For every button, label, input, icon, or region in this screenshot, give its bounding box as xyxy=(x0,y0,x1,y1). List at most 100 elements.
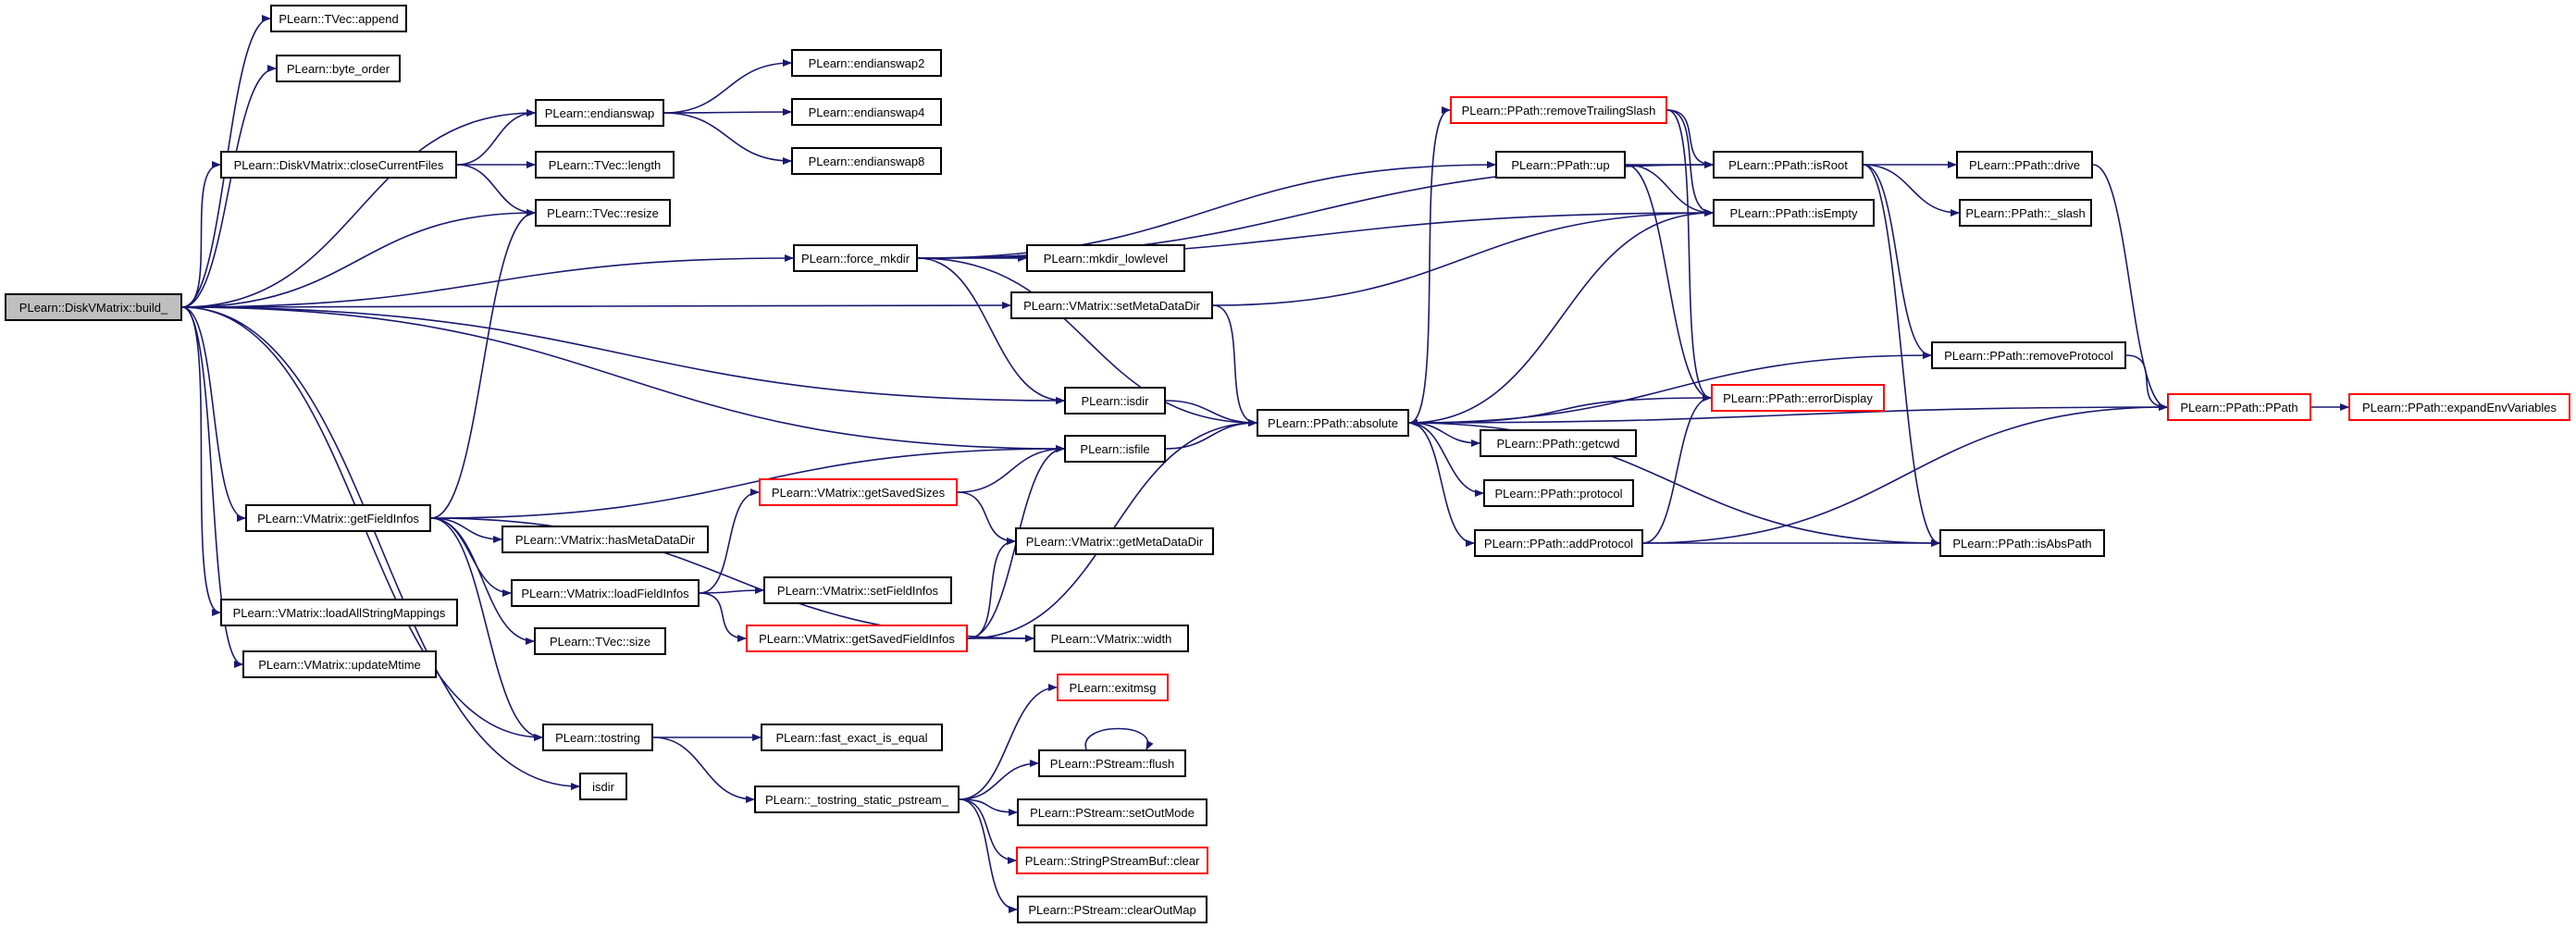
node-up[interactable]: PLearn::PPath::up xyxy=(1495,151,1626,179)
node-loadfieldinfos[interactable]: PLearn::VMatrix::loadFieldInfos xyxy=(511,579,700,607)
node-endianswap2[interactable]: PLearn::endianswap2 xyxy=(791,49,942,77)
node-isempty[interactable]: PLearn::PPath::isEmpty xyxy=(1713,199,1875,227)
edge-build-to-isfile xyxy=(181,306,1065,452)
edge-up-to-errordisplay xyxy=(1625,164,1712,402)
node-endianswap4[interactable]: PLearn::endianswap4 xyxy=(791,98,942,126)
edge-isdir-to-absolute xyxy=(1165,400,1257,427)
edge-tostringstatic-to-clearoutmap xyxy=(959,798,1018,913)
node-getsavedsizes[interactable]: PLearn::VMatrix::getSavedSizes xyxy=(759,478,958,506)
node-forcemkdir[interactable]: PLearn::force_mkdir xyxy=(793,244,918,272)
edge-removeprotocol-to-ppath xyxy=(2125,354,2168,411)
node-ppath[interactable]: PLearn::PPath::PPath xyxy=(2167,393,2311,421)
edge-getsavedsizes-to-isfile xyxy=(957,445,1065,493)
node-tveclength[interactable]: PLearn::TVec::length xyxy=(535,151,675,179)
node-updatemtime[interactable]: PLearn::VMatrix::updateMtime xyxy=(242,650,437,678)
node-clearoutmap[interactable]: PLearn::PStream::clearOutMap xyxy=(1017,896,1208,923)
edge-isroot-to-removeprotocol xyxy=(1863,164,1932,359)
node-removetrailing[interactable]: PLearn::PPath::removeTrailingSlash xyxy=(1450,96,1667,124)
node-isdir-plain[interactable]: isdir xyxy=(579,773,627,800)
node-addprotocol[interactable]: PLearn::PPath::addProtocol xyxy=(1474,529,1643,557)
node-removeprotocol[interactable]: PLearn::PPath::removeProtocol xyxy=(1931,341,2126,369)
node-protocol[interactable]: PLearn::PPath::protocol xyxy=(1483,479,1634,507)
node-mkdirlow[interactable]: PLearn::mkdir_lowlevel xyxy=(1026,244,1185,272)
node-getcwd[interactable]: PLearn::PPath::getcwd xyxy=(1480,429,1637,457)
edge-addprotocol-to-errordisplay xyxy=(1642,394,1712,544)
node-tvecresize[interactable]: PLearn::TVec::resize xyxy=(535,199,671,227)
edge-getfieldinfos-to-isfile xyxy=(430,445,1065,519)
edge-isroot-to-slash xyxy=(1863,164,1960,217)
edge-build-to-isdir-plain xyxy=(181,306,580,790)
node-exitmsg[interactable]: PLearn::exitmsg xyxy=(1057,674,1169,701)
node-absolute[interactable]: PLearn::PPath::absolute xyxy=(1257,409,1409,437)
edge-build-to-byte-order xyxy=(181,65,277,308)
node-append[interactable]: PLearn::TVec::append xyxy=(270,5,407,32)
edge-endianswap-to-endianswap2 xyxy=(663,59,792,114)
edge-setmetadatadir-to-absolute xyxy=(1212,304,1257,427)
node-hasmeta[interactable]: PLearn::VMatrix::hasMetaDataDir xyxy=(502,526,709,553)
edge-up-to-isempty xyxy=(1625,164,1714,217)
edge-tostringstatic-to-sbclear xyxy=(959,798,1017,864)
node-isroot[interactable]: PLearn::PPath::isRoot xyxy=(1713,151,1864,179)
edge-absolute-to-removetrailing xyxy=(1408,106,1451,424)
node-byte-order[interactable]: PLearn::byte_order xyxy=(276,55,401,82)
edge-getfieldinfos-to-tvecresize xyxy=(430,209,536,519)
edge-removetrailing-to-isempty xyxy=(1666,109,1714,217)
edge-getfieldinfos-to-tostring xyxy=(430,517,543,741)
node-sbclear[interactable]: PLearn::StringPStreamBuf::clear xyxy=(1016,847,1208,874)
node-flush[interactable]: PLearn::PStream::flush xyxy=(1038,749,1186,777)
edge-build-to-endianswap xyxy=(181,109,536,308)
edge-absolute-to-protocol xyxy=(1408,422,1484,497)
node-slash[interactable]: PLearn::PPath::_slash xyxy=(1959,199,2092,227)
edge-closefiles-to-endianswap xyxy=(456,109,536,166)
node-setoutmode[interactable]: PLearn::PStream::setOutMode xyxy=(1017,798,1208,826)
node-endianswap8[interactable]: PLearn::endianswap8 xyxy=(791,147,942,175)
node-fastexact[interactable]: PLearn::fast_exact_is_equal xyxy=(761,724,943,751)
edge-addprotocol-to-ppath xyxy=(1642,403,2168,544)
node-tostringstatic[interactable]: PLearn::_tostring_static_pstream_ xyxy=(754,786,960,813)
node-tvecsize[interactable]: PLearn::TVec::size xyxy=(534,627,666,655)
edge-errordisplay-to-absolute xyxy=(1408,397,1712,427)
edge-setmetadatadir-to-isempty xyxy=(1212,209,1714,306)
edge-loadfieldinfos-to-getsavedfieldinfos xyxy=(699,592,747,642)
node-isfile[interactable]: PLearn::isfile xyxy=(1064,435,1166,463)
edge-closefiles-to-tvecresize xyxy=(456,164,536,217)
edge-getfieldinfos-to-tvecsize xyxy=(430,517,535,645)
node-tostring[interactable]: PLearn::tostring xyxy=(542,724,653,751)
edge-removetrailing-to-isroot xyxy=(1666,109,1714,168)
edge-flush-to-flush xyxy=(1084,727,1154,750)
edge-drive-to-ppath xyxy=(2092,164,2168,411)
node-getsavedfieldinfos[interactable]: PLearn::VMatrix::getSavedFieldInfos xyxy=(746,625,968,652)
edge-forcemkdir-to-absolute xyxy=(917,257,1257,427)
node-setfieldinfos[interactable]: PLearn::VMatrix::setFieldInfos xyxy=(763,576,952,604)
edge-getsavedsizes-to-getmetadatadir xyxy=(957,491,1016,545)
node-closefiles[interactable]: PLearn::DiskVMatrix::closeCurrentFiles xyxy=(220,151,457,179)
edge-build-to-tvecresize xyxy=(181,209,536,308)
edge-tostring-to-tostringstatic xyxy=(652,736,755,803)
edge-build-to-getfieldinfos xyxy=(181,306,246,522)
edge-tostringstatic-to-exitmsg xyxy=(959,684,1058,800)
edge-build-to-updatemtime xyxy=(181,306,243,668)
edge-build-to-setmetadatadir xyxy=(181,302,1011,310)
node-build[interactable]: PLearn::DiskVMatrix::build_ xyxy=(5,293,182,321)
node-getmetadatadir[interactable]: PLearn::VMatrix::getMetaDataDir xyxy=(1015,527,1214,555)
node-drive[interactable]: PLearn::PPath::drive xyxy=(1956,151,2093,179)
node-errordisplay[interactable]: PLearn::PPath::errorDisplay xyxy=(1711,384,1885,412)
edge-getfieldinfos-to-loadfieldinfos xyxy=(430,517,512,597)
edge-isfile-to-absolute xyxy=(1165,419,1257,450)
edge-forcemkdir-to-isdir xyxy=(917,257,1065,404)
node-isdir[interactable]: PLearn::isdir xyxy=(1064,387,1166,415)
edge-absolute-to-isempty xyxy=(1408,209,1714,424)
node-loadallstr[interactable]: PLearn::VMatrix::loadAllStringMappings xyxy=(220,599,458,626)
node-setmetadatadir[interactable]: PLearn::VMatrix::setMetaDataDir xyxy=(1010,291,1213,319)
node-endianswap[interactable]: PLearn::endianswap xyxy=(535,99,664,127)
edge-absolute-to-ppath xyxy=(1408,403,2168,424)
edge-build-to-isdir xyxy=(181,306,1065,404)
edge-endianswap-to-endianswap8 xyxy=(663,112,792,165)
node-width[interactable]: PLearn::VMatrix::width xyxy=(1034,625,1189,652)
edge-endianswap-to-endianswap4 xyxy=(663,108,792,117)
node-expandenv[interactable]: PLearn::PPath::expandEnvVariables xyxy=(2348,393,2570,421)
node-isabspath[interactable]: PLearn::PPath::isAbsPath xyxy=(1939,529,2105,557)
node-getfieldinfos[interactable]: PLearn::VMatrix::getFieldInfos xyxy=(245,504,431,532)
